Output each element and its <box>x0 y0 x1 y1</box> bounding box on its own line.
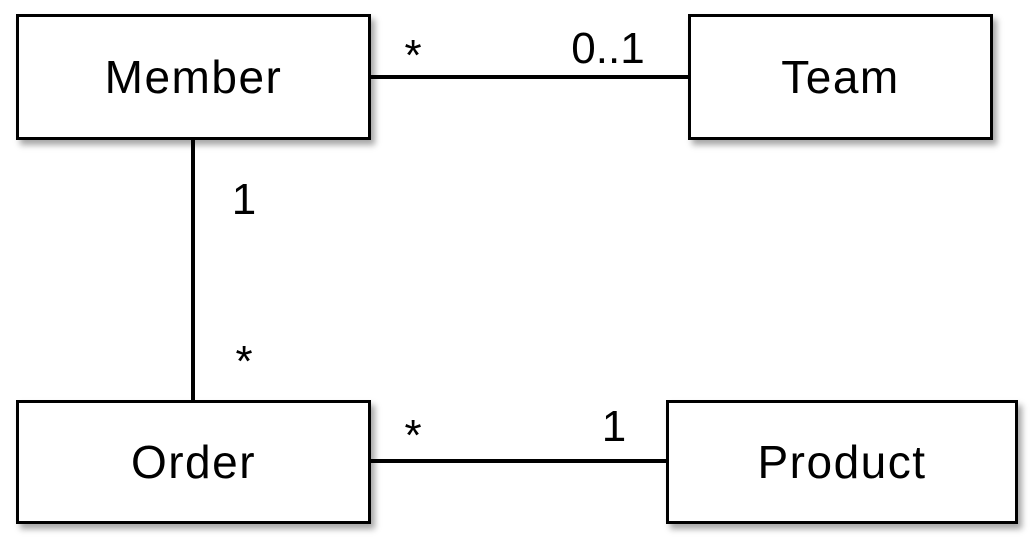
multiplicity-label-member-team-team-end: 0..1 <box>571 24 645 73</box>
association-line-order-product <box>371 459 666 463</box>
multiplicity-label-order-product-order-end: * <box>404 411 422 460</box>
multiplicity-label-member-team-member-end: * <box>404 31 422 80</box>
entity-box-order: Order <box>16 400 371 524</box>
entity-label-product: Product <box>757 436 927 488</box>
entity-label-order: Order <box>130 436 257 488</box>
entity-label-member: Member <box>104 51 283 103</box>
association-line-member-team <box>371 75 688 79</box>
entity-label-team: Team <box>781 51 900 103</box>
entity-box-team: Team <box>688 14 993 140</box>
multiplicity-label-member-order-order-end: * <box>235 337 253 386</box>
multiplicity-label-order-product-product-end: 1 <box>601 402 627 451</box>
association-line-member-order <box>191 140 195 400</box>
entity-box-product: Product <box>666 400 1018 524</box>
entity-box-member: Member <box>16 14 371 140</box>
multiplicity-label-member-order-member-end: 1 <box>231 175 257 224</box>
